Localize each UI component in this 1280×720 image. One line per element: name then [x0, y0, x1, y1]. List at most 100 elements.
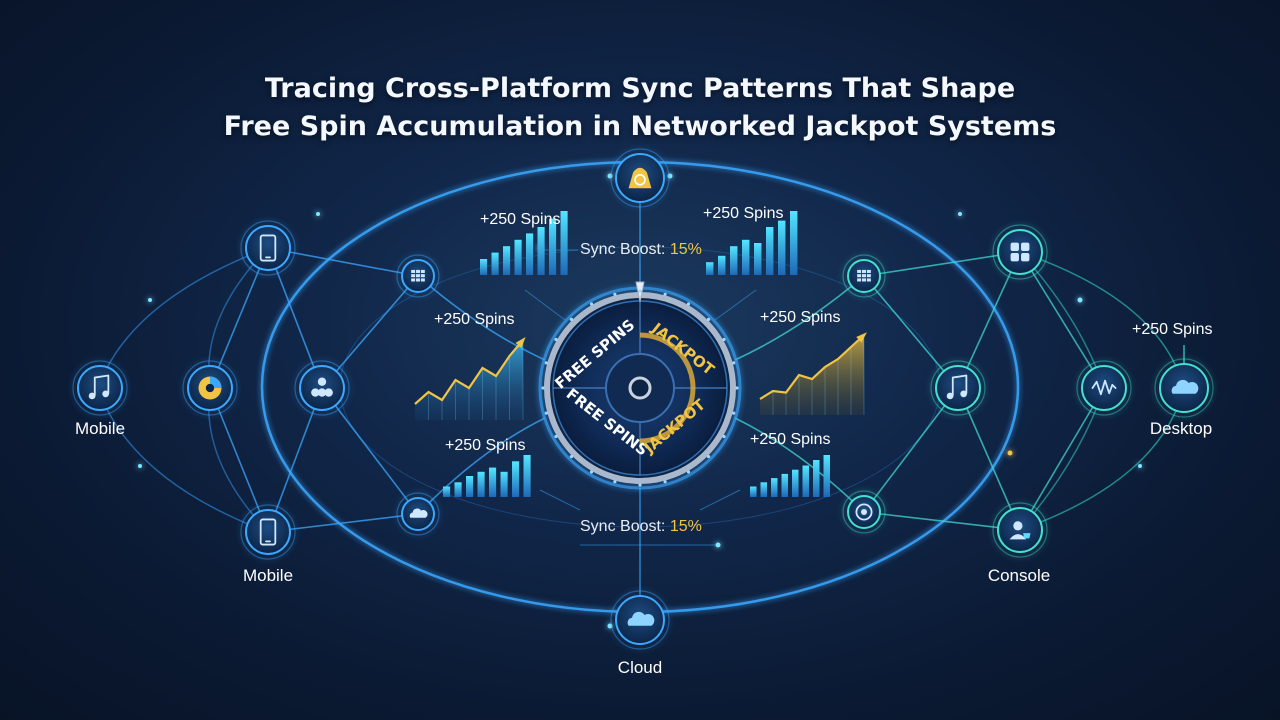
sync-boost-top-label: Sync Boost: — [580, 241, 670, 258]
title-line-1: Tracing Cross-Platform Sync Patterns Tha… — [264, 73, 1016, 105]
area-trend-line — [414, 339, 524, 405]
wheel-tick — [541, 386, 545, 390]
wheel-tick — [554, 434, 558, 439]
wheel-tick — [638, 483, 642, 487]
mini-bar — [781, 473, 789, 497]
mini-bar — [526, 233, 534, 275]
mini-bar — [730, 246, 738, 275]
cloud-icon — [409, 508, 428, 518]
sync-boost-bottom: Sync Boost: 15% — [580, 518, 702, 536]
node-left-mobile-top[interactable] — [240, 220, 296, 276]
spins-label-mid-right: +250 Spins — [760, 309, 841, 326]
wheel-tick — [638, 289, 642, 293]
mini-bar-chart-top-left — [480, 211, 568, 275]
trend-arrow-icon — [856, 332, 867, 343]
mini-bar — [802, 465, 810, 497]
node-left-mobile-mid[interactable] — [72, 360, 128, 416]
grid-icon — [857, 269, 871, 282]
trend-arrow-icon — [515, 336, 526, 348]
waveform-icon — [1091, 379, 1117, 396]
node-left-cluster[interactable] — [294, 360, 350, 416]
wheel-tick — [554, 337, 558, 342]
annotation-connectors — [524, 249, 757, 546]
node-label-desktop: Desktop — [1149, 419, 1213, 438]
mini-bar-chart-low-left — [443, 455, 531, 497]
mini-bar — [766, 227, 774, 275]
node-left-mobile-bottom[interactable] — [240, 504, 296, 560]
mini-bar — [760, 482, 768, 497]
node-left-cloud[interactable] — [396, 492, 440, 536]
mini-bar — [537, 227, 545, 275]
sync-boost-top-value: 15% — [669, 241, 702, 258]
mini-bar — [477, 471, 485, 497]
wheel-tick — [544, 411, 548, 415]
left-network-links — [209, 247, 546, 533]
node-right-wave[interactable] — [1076, 360, 1132, 416]
wheel-tick — [706, 454, 711, 459]
wheel-tick — [706, 317, 711, 322]
mini-bar — [549, 218, 557, 275]
node-right-console[interactable] — [992, 502, 1048, 558]
wheel-tick — [732, 411, 736, 415]
mini-bar — [514, 239, 522, 275]
mini-bar — [500, 471, 508, 497]
wheel-tick — [722, 434, 726, 439]
mini-bar — [523, 455, 531, 497]
mini-bar — [718, 255, 726, 275]
wheel-tick — [663, 480, 667, 484]
area-fill — [760, 335, 864, 415]
wheel-tick — [722, 337, 726, 342]
node-right-chrome[interactable] — [842, 490, 886, 534]
mini-bar — [754, 243, 762, 275]
bell-icon — [628, 167, 652, 189]
spins-label-top-right: +250 Spins — [703, 205, 784, 222]
node-right-grid-top[interactable] — [842, 254, 886, 298]
mini-bar — [489, 467, 497, 497]
spins-label-low-left: +250 Spins — [445, 437, 526, 454]
mini-bar — [480, 259, 488, 275]
mini-bar — [560, 211, 568, 275]
music-note-icon — [946, 374, 968, 400]
mini-bar — [771, 478, 778, 497]
mini-bar — [503, 246, 511, 275]
node-label-left-mobile: Mobile — [74, 419, 126, 438]
wheel-tick — [613, 292, 617, 296]
node-right-apps[interactable] — [992, 224, 1048, 280]
chrome-icon — [855, 503, 873, 521]
sync-boost-top: Sync Boost: 15% — [580, 241, 702, 259]
mini-bar-chart-low-right — [750, 455, 831, 497]
node-right-music[interactable] — [930, 360, 986, 416]
area-chart-right — [759, 332, 867, 415]
wheel-tick — [544, 361, 548, 365]
mini-bar — [742, 239, 750, 275]
wheel-tick — [686, 470, 691, 474]
mini-bar-chart-top-right — [706, 211, 798, 275]
node-left-pie[interactable] — [182, 360, 238, 416]
node-top-bell[interactable] — [610, 148, 670, 208]
mini-bar — [491, 252, 499, 275]
mini-bar — [792, 469, 799, 497]
page-title: Tracing Cross-Platform Sync Patterns Tha… — [0, 70, 1280, 146]
music-note-icon — [88, 374, 110, 400]
user-icon — [1009, 521, 1031, 540]
cloud-icon — [1171, 379, 1199, 394]
wheel-tick — [589, 302, 594, 306]
smartphone-icon — [259, 234, 277, 262]
cloud-icon — [627, 611, 655, 626]
mini-bar — [443, 486, 451, 497]
mini-bar — [512, 461, 520, 497]
spins-label-top-left: +250 Spins — [480, 211, 561, 228]
area-trend-line — [759, 334, 865, 400]
wheel-tick — [589, 470, 594, 474]
node-bottom-cloud[interactable] — [610, 590, 670, 650]
node-right-desktop[interactable] — [1154, 358, 1214, 418]
wheel-tick — [569, 317, 574, 322]
jackpot-wheel[interactable]: FREE SPINS JACKPOT FREE SPINS JACKPOT — [538, 281, 742, 490]
grid-icon — [411, 269, 425, 282]
node-left-grid[interactable] — [396, 254, 440, 298]
wheel-tick — [735, 386, 739, 390]
mini-bar — [778, 220, 786, 275]
node-label-console: Console — [987, 566, 1051, 585]
spins-label-mid-left: +250 Spins — [434, 311, 515, 328]
